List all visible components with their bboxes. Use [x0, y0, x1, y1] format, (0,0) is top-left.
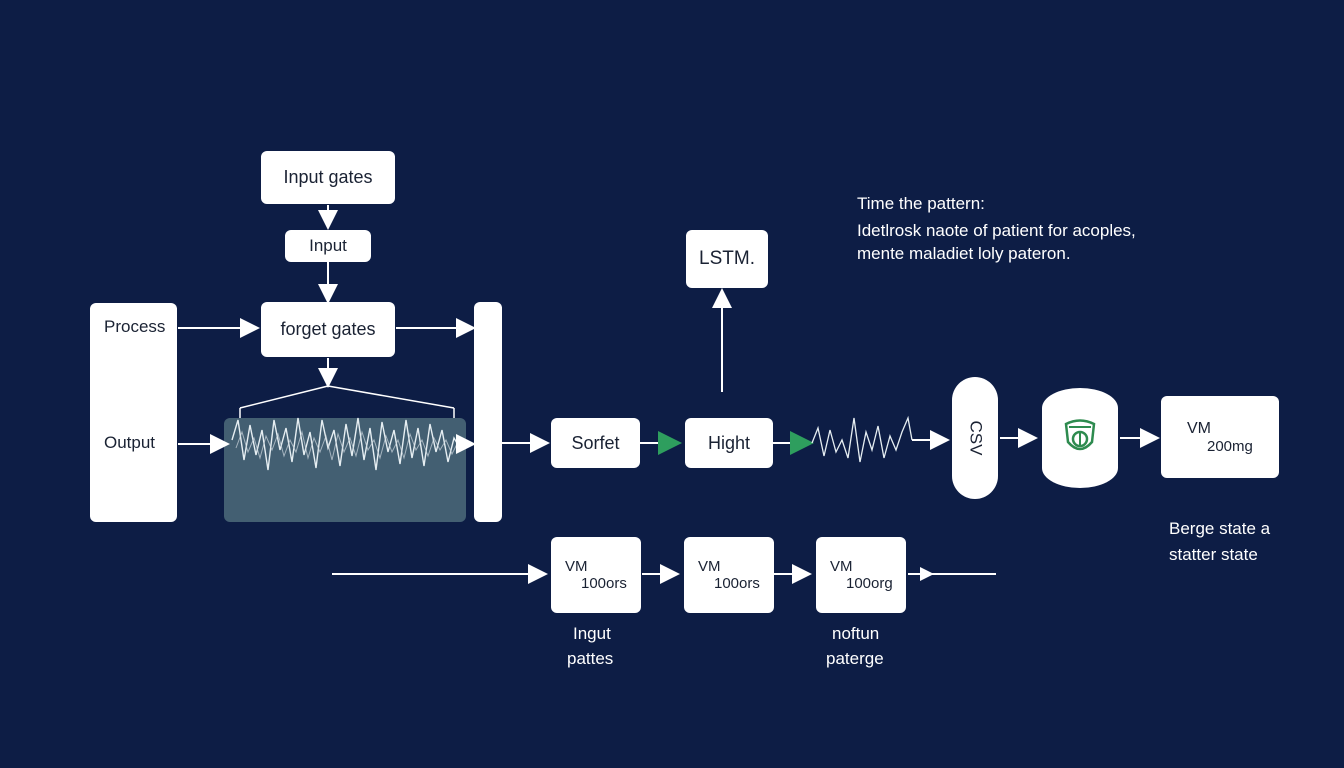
waveform-signal-small	[811, 415, 913, 463]
csv-label: CSV	[966, 420, 985, 456]
process-label: Process	[104, 317, 166, 336]
annotation-line1: Idetlrosk naote of patient for acoples,	[857, 221, 1136, 240]
vm-row-1-line2: 100ors	[581, 575, 627, 592]
bottom-label-2-line2: paterge	[826, 649, 884, 668]
vm-row-2-line1: VM	[698, 558, 721, 575]
merge-bar	[474, 302, 502, 522]
annotation-line2: mente maladiet loly pateron.	[857, 244, 1071, 263]
side-label-line1: Berge state a	[1169, 519, 1271, 538]
node-forget-gates: forget gates	[261, 302, 395, 357]
node-input: Input	[285, 230, 371, 262]
waveform-signal	[231, 417, 461, 471]
vm-row-2-line2: 100ors	[714, 575, 760, 592]
vm-row-1-line1: VM	[565, 558, 588, 575]
vm-top-line2: 200mg	[1207, 437, 1253, 455]
node-shield-drum	[1042, 388, 1118, 488]
node-vm-top: VM 200mg	[1161, 396, 1279, 478]
node-vm-row-3: VM 100org	[816, 537, 906, 613]
annotation-title: Time the pattern:	[857, 194, 985, 213]
vm-top-line1: VM	[1187, 419, 1211, 437]
node-sorfet: Sorfet	[551, 418, 640, 468]
process-output-block	[90, 303, 177, 522]
output-label: Output	[104, 433, 156, 452]
node-vm-row-1: VM 100ors	[551, 537, 641, 613]
node-input-gates: Input gates	[261, 151, 395, 204]
node-csv: CSV	[952, 377, 998, 499]
shield-icon	[1064, 419, 1096, 451]
vm-row-3-line2: 100org	[846, 575, 893, 592]
bottom-label-2-line1: noftun	[832, 624, 880, 643]
bottom-label-1-line2: pattes	[567, 649, 614, 668]
node-hight: Hight	[685, 418, 773, 468]
side-label-line2: statter state	[1169, 545, 1258, 564]
waveform-panel	[224, 418, 466, 522]
node-lstm: LSTM.	[686, 230, 768, 288]
vm-row-3-line1: VM	[830, 558, 853, 575]
bottom-label-1-line1: Ingut	[573, 624, 611, 643]
node-vm-row-2: VM 100ors	[684, 537, 774, 613]
